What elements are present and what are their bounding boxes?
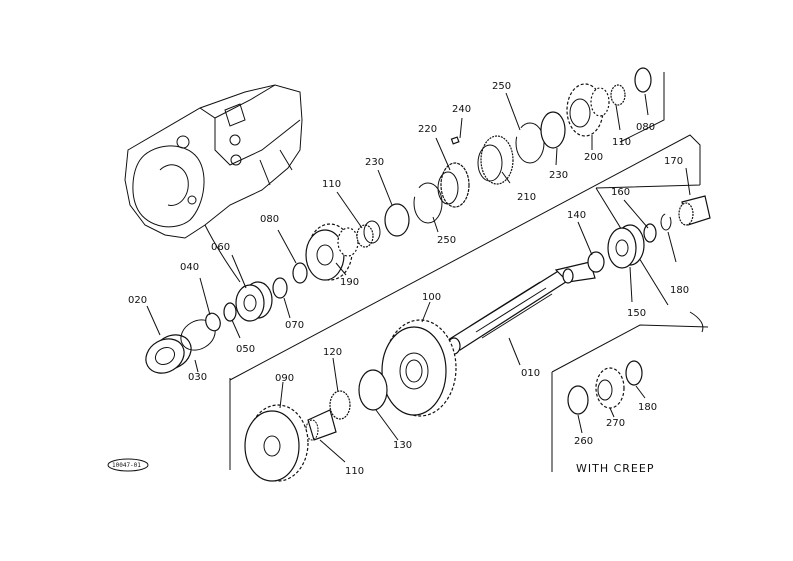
label-100: 100 (422, 292, 441, 303)
needle-bearing-120 (329, 390, 351, 420)
shifter-210 (477, 135, 514, 185)
label-070: 070 (285, 320, 304, 331)
creep-box-outline (551, 324, 709, 472)
label-260: 260 (574, 436, 593, 447)
washer-040 (205, 312, 221, 332)
label-210: 210 (517, 192, 536, 203)
gear-190 (305, 223, 359, 281)
needle-bearing-110-upper (356, 220, 381, 248)
collar-130 (358, 369, 388, 411)
label-080: 080 (260, 214, 279, 225)
collar-230-upper (384, 203, 410, 237)
gear-100 (381, 319, 457, 417)
label-110-top: 110 (612, 137, 631, 148)
bearing-170 (678, 195, 711, 226)
reference-stamp: 10047-01 (107, 458, 149, 472)
label-030: 030 (188, 372, 207, 383)
collar-050 (223, 302, 237, 322)
collar-140 (587, 251, 605, 273)
label-200: 200 (584, 152, 603, 163)
washer-080 (292, 262, 308, 284)
label-190: 190 (340, 277, 359, 288)
label-230: 230 (365, 157, 384, 168)
label-240: 240 (452, 104, 471, 115)
bearing-020 (145, 334, 192, 374)
label-140: 140 (567, 210, 586, 221)
label-130: 130 (393, 440, 412, 451)
label-160: 160 (611, 187, 630, 198)
creep-caption: WITH CREEP (576, 462, 654, 475)
gear-090 (244, 404, 309, 482)
label-250: 250 (492, 81, 511, 92)
bearing-060 (235, 281, 273, 322)
washer-180-creep (625, 360, 643, 386)
collar-230-right (540, 111, 566, 149)
leader-lines (146, 92, 691, 463)
label-270: 270 (606, 418, 625, 429)
collar-070 (272, 277, 288, 299)
main-shaft-010 (446, 261, 596, 355)
label-150: 150 (627, 308, 646, 319)
label-110-lower: 110 (345, 466, 364, 477)
washer-160 (643, 223, 657, 243)
bearing-150 (607, 224, 645, 269)
label-170: 170 (664, 156, 683, 167)
label-180: 180 (670, 285, 689, 296)
washer-080-top (634, 67, 652, 93)
label-040: 040 (180, 262, 199, 273)
upper-group-outline (229, 134, 701, 470)
label-230-right: 230 (549, 170, 568, 181)
key-240 (450, 136, 460, 145)
label-080-top: 080 (636, 122, 655, 133)
svg-text:10047-01: 10047-01 (112, 462, 141, 469)
label-110-upper: 110 (322, 179, 341, 190)
gear-200 (566, 83, 610, 137)
needle-bearing-110-top (610, 84, 626, 106)
transmission-case (124, 84, 303, 283)
hub-220 (437, 162, 470, 208)
label-010: 010 (521, 368, 540, 379)
needle-bearing-110-lower (305, 409, 337, 441)
bearing-260 (567, 385, 589, 415)
label-060: 060 (211, 242, 230, 253)
label-180-creep: 180 (638, 402, 657, 413)
gear-270 (595, 367, 625, 409)
label-120: 120 (323, 347, 342, 358)
label-050: 050 (236, 344, 255, 355)
part-labels: 020 030 040 050 060 070 080 080 090 100 … (128, 81, 689, 477)
snap-ring-180 (660, 213, 672, 231)
label-090: 090 (275, 373, 294, 384)
snap-ring-250-left (413, 182, 443, 224)
snap-ring-250-right (515, 122, 545, 164)
label-220: 220 (418, 124, 437, 135)
label-250-left: 250 (437, 235, 456, 246)
label-020: 020 (128, 295, 147, 306)
